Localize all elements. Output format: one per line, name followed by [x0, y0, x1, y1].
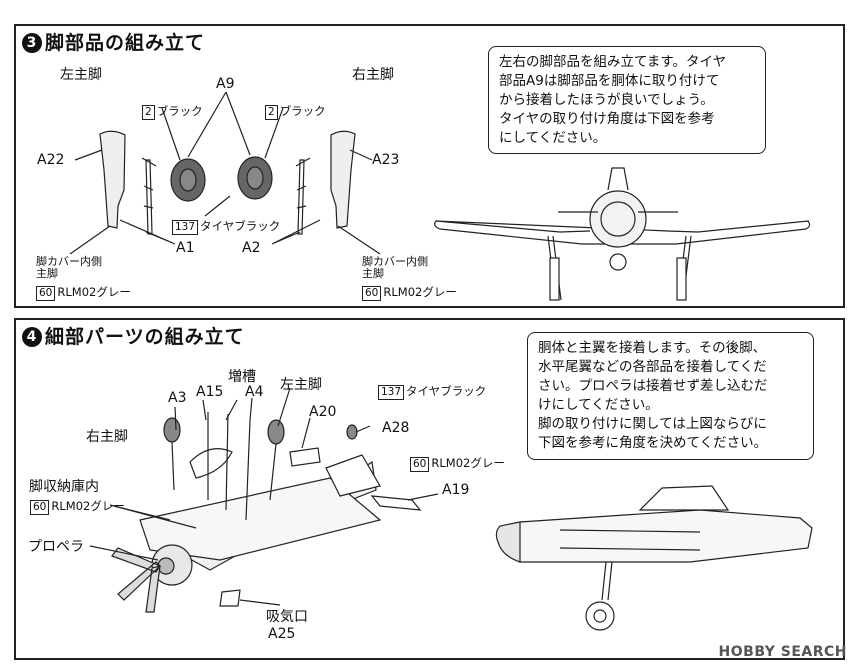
paint-number: 137: [378, 385, 405, 400]
intake-label: 吸気口: [266, 609, 308, 625]
right-gear-label: 右主脚: [86, 429, 128, 445]
inner-note-left: 脚カバー内側 主脚: [36, 256, 102, 280]
side-view-fuselage: [497, 509, 813, 563]
paint-number: 2: [265, 105, 278, 120]
drop-tank-label: 増槽: [228, 369, 256, 385]
paint-name: ブラック: [279, 104, 326, 118]
paint-name: タイヤブラック: [406, 384, 487, 398]
propeller-label: プロペラ: [28, 539, 84, 555]
main-wing: [139, 477, 382, 561]
part-label-a4: A4: [245, 384, 264, 400]
inner-note-right: 脚カバー内側 主脚: [362, 256, 428, 280]
part-label-a3: A3: [168, 390, 187, 406]
inner-note-line: 主脚: [362, 267, 384, 280]
paint-number: 60: [362, 286, 382, 301]
paint-name: ブラック: [156, 104, 203, 118]
note-line: 左右の脚部品を組み立てます。タイヤ: [499, 54, 727, 70]
part-label-a19: A19: [442, 482, 470, 498]
step3-note: 左右の脚部品を組み立てます。タイヤ 部品A9は脚部品を胴体に取り付けて から接着…: [488, 46, 766, 154]
part-label-a23: A23: [372, 152, 400, 168]
right-gear-cover: [330, 130, 356, 229]
left-gear-label: 左主脚: [280, 377, 322, 393]
part-label-a2: A2: [242, 240, 261, 256]
paint-number: 137: [172, 220, 199, 235]
left-gear-cover: [99, 130, 126, 229]
front-view-cowling: [589, 190, 647, 248]
part-label-a15: A15: [196, 384, 224, 400]
note-line: 胴体と主翼を接着します。その後脚、: [538, 340, 767, 356]
paint-name: RLM02グレー: [383, 285, 457, 299]
paint-name: RLM02グレー: [51, 499, 125, 513]
a20-part: [289, 447, 321, 467]
paint-number: 60: [36, 286, 56, 301]
step4-note: 胴体と主翼を接着します。その後脚、 水平尾翼などの各部品を接着してくだ さい。プ…: [527, 332, 814, 460]
inner-note-line: 主脚: [36, 267, 58, 280]
note-line: けにしてください。: [538, 397, 659, 413]
side-view-gear: [601, 561, 613, 601]
note-line: にしてください。: [499, 130, 607, 146]
note-line: さい。プロペラは接着せず差し込むだ: [538, 378, 768, 394]
note-line: 水平尾翼などの各部品を接着してくだ: [538, 359, 767, 375]
note-line: 部品A9は脚部品を胴体に取り付けて: [499, 73, 720, 89]
paint-number: 60: [30, 500, 50, 515]
paint-name: タイヤブラック: [200, 219, 281, 233]
step3-title-text: 脚部品の組み立て: [45, 32, 206, 54]
note-line: タイヤの取り付け角度は下図を参考: [499, 111, 715, 127]
part-label-a9: A9: [216, 76, 235, 92]
drop-tank-part: [189, 448, 233, 479]
paint-number: 2: [142, 105, 155, 120]
part-label-a20: A20: [309, 404, 337, 420]
propeller-blades: [111, 547, 161, 613]
part-label-a25: A25: [268, 626, 296, 642]
step4-title-text: 細部パーツの組み立て: [45, 326, 245, 348]
part-label-a22: A22: [37, 152, 65, 168]
note-line: 下図を参考に角度を決めてください。: [538, 435, 768, 451]
paint-name: RLM02グレー: [57, 285, 131, 299]
inner-note-line: 脚カバー内側: [36, 255, 102, 268]
note-line: 脚の取り付けに関しては上図ならびに: [538, 416, 767, 432]
paint-number: 60: [410, 457, 430, 472]
note-line: から接着したほうが良いでしょう。: [499, 92, 714, 108]
step-number-badge: 3: [22, 33, 42, 53]
left-gear-heading: 左主脚: [60, 67, 102, 83]
wheel-well-label: 脚収納庫内: [29, 479, 99, 495]
part-label-a28: A28: [382, 420, 410, 436]
paint-name: RLM02グレー: [431, 456, 505, 470]
left-gear-strut: [145, 159, 153, 235]
tail-part: [325, 454, 381, 497]
intake-part: [219, 589, 241, 607]
watermark-logo: HOBBY SEARCH: [718, 644, 847, 660]
a19-part: [370, 495, 422, 511]
step-number-badge: 4: [22, 327, 42, 347]
inner-note-line: 脚カバー内側: [362, 255, 428, 268]
right-gear-heading: 右主脚: [352, 67, 394, 83]
right-gear-strut: [297, 159, 305, 235]
part-label-a1: A1: [176, 240, 195, 256]
